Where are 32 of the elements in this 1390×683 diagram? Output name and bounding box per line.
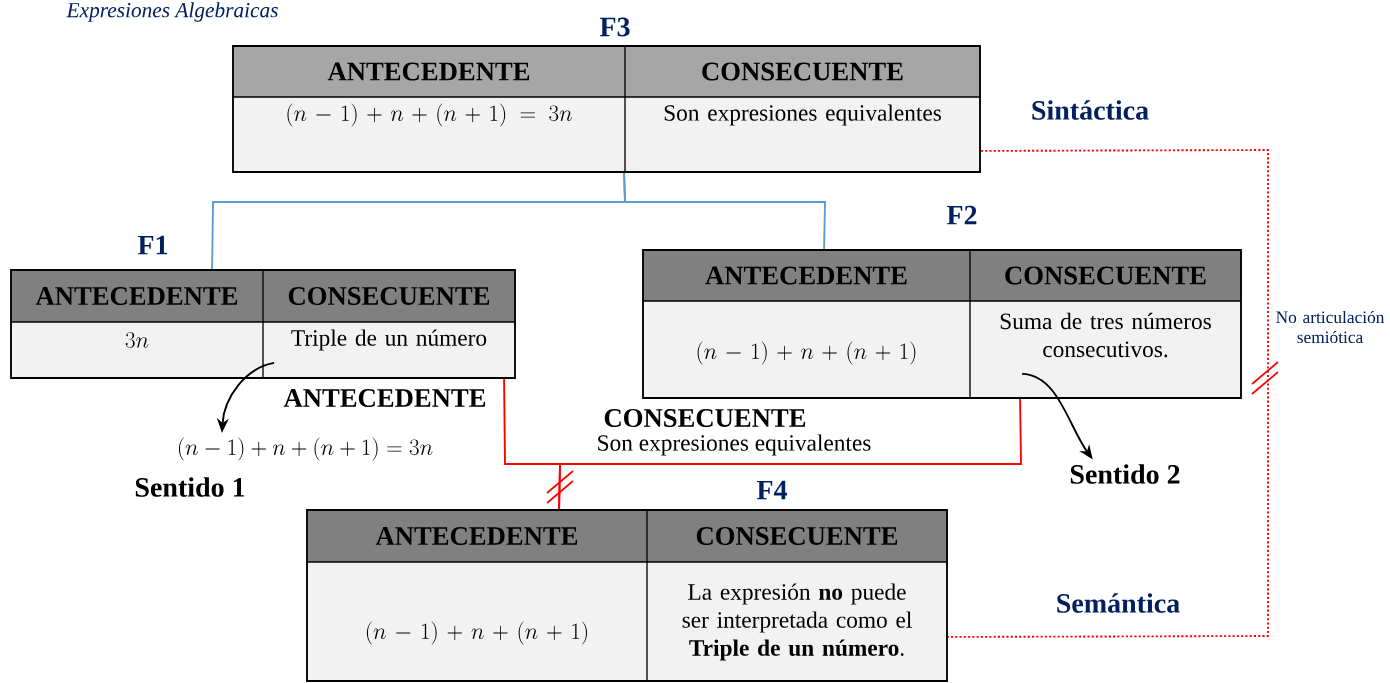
table-title: F1 xyxy=(137,235,168,255)
section-label: Sintáctica xyxy=(1032,100,1149,120)
connector-line xyxy=(558,398,1022,510)
section-label: Semántica xyxy=(1057,593,1180,613)
annotation-text: Sentido 1 xyxy=(135,477,245,497)
table-title: F3 xyxy=(599,17,630,37)
header-cell: ANTECEDENTE xyxy=(307,510,647,562)
body-cell: $3n$ xyxy=(11,322,263,378)
header-cell: ANTECEDENTE xyxy=(233,46,625,97)
header-cell: CONSECUENTE xyxy=(970,250,1241,301)
body-cell: La expresión no puede ser interpretada como el Triple de un número. xyxy=(647,562,947,681)
header-cell: CONSECUENTE xyxy=(625,46,980,97)
body-cell: Suma de tres números consecutivos. xyxy=(970,301,1241,398)
column-heading: ANTECEDENTE xyxy=(283,389,486,407)
body-cell: $(n-1)+n+(n+1)$ xyxy=(307,562,647,681)
statement-text: Son expresiones equivalentes xyxy=(598,434,871,456)
table-title: F4 xyxy=(756,480,788,500)
connector-line xyxy=(623,172,826,250)
body-cell: Triple de un número xyxy=(263,322,515,378)
formula-text: $(n-1)+n+(n+1)=3n$ xyxy=(178,437,433,461)
header-cell: ANTECEDENTE xyxy=(643,250,970,301)
connector-line xyxy=(947,149,1269,638)
header-cell: CONSECUENTE xyxy=(647,510,947,562)
header-cell: ANTECEDENTE xyxy=(11,270,263,322)
body-cell: $(n-1)+n+(n+1)=3n$ xyxy=(233,97,625,172)
body-cell: $(n-1)+n+(n+1)$ xyxy=(643,301,970,398)
body-cell: Son expresiones equivalentes xyxy=(625,97,980,172)
annotation-text: No articulación semiótica xyxy=(1276,310,1385,344)
table-title: F2 xyxy=(946,205,977,225)
annotation-text: Sentido 2 xyxy=(1070,464,1180,484)
header-cell: CONSECUENTE xyxy=(263,270,515,322)
header-text: Expresiones Algebraicas xyxy=(66,2,278,22)
